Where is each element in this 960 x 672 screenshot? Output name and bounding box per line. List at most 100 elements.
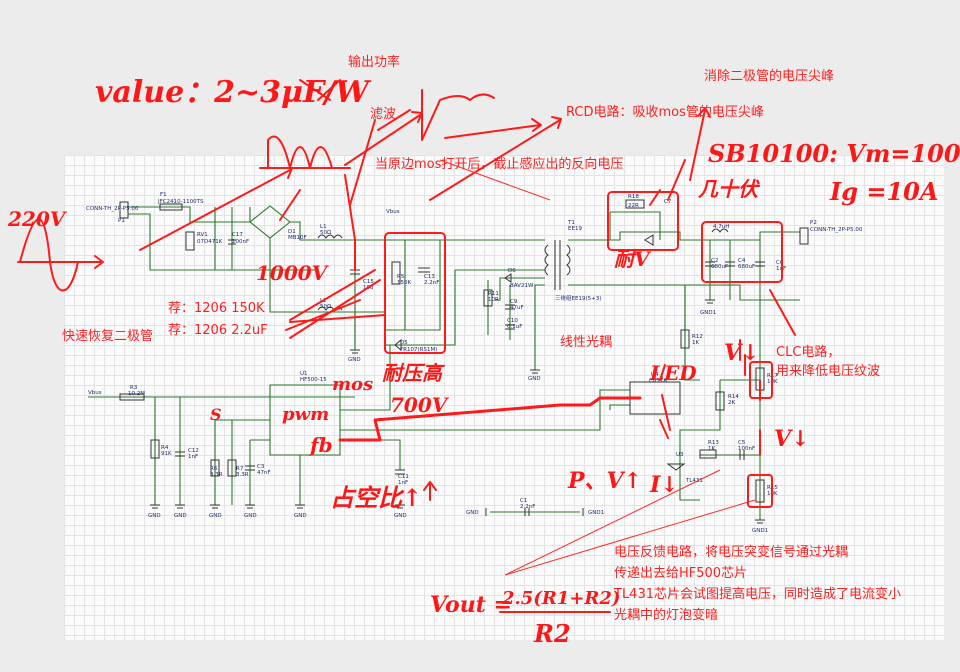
capacitor-c5 — [739, 450, 745, 460]
c13-ref: C13 — [424, 274, 435, 280]
c7-ref: C7 — [664, 199, 672, 205]
r1-box — [749, 361, 773, 399]
ground-symbol — [350, 349, 360, 354]
gnd1-label: GND1 — [700, 310, 716, 316]
t1-ref: T1 — [567, 220, 575, 226]
capacitor-c10 — [505, 324, 515, 330]
u4-value: C817A — [649, 378, 667, 384]
r7-value: 3.3R — [236, 472, 249, 478]
l3-value: 4.7uH — [713, 224, 729, 230]
u3-value: TL431 — [685, 478, 703, 484]
c1-value: 2.2nF — [520, 504, 535, 510]
r13-ref: R13 — [708, 440, 719, 446]
r14-ref: R14 — [728, 394, 739, 400]
c1-ref: C1 — [520, 498, 527, 504]
vout-numerator: 2.5(R1+R2) — [501, 588, 620, 609]
bridge-ref: D1 — [288, 229, 296, 235]
schottky-diode — [644, 234, 654, 246]
c13-value: 2.2nF — [424, 280, 439, 286]
red-annotations — [17, 79, 796, 613]
led-note: LED — [649, 361, 697, 385]
r14-value: 2K — [728, 400, 735, 406]
vout-label: Vout = — [430, 592, 512, 618]
capacitor-c13 — [418, 267, 430, 273]
u1-value: HF500-15 — [300, 377, 327, 383]
ground-symbol — [705, 299, 715, 304]
feedback-path-highlight — [338, 396, 642, 442]
vbus2-label: Vbus — [88, 390, 102, 396]
schematic-wires — [88, 205, 800, 520]
c9-value: 47uF — [510, 305, 524, 311]
fb-note: fb — [308, 433, 333, 457]
voltage-down-note-2: V↓ — [774, 426, 810, 452]
gnd-label-6: GND — [209, 513, 222, 519]
r4-ref: R4 — [161, 445, 169, 451]
l1-value: 50Ω — [320, 230, 331, 236]
resistor-r18 — [625, 199, 645, 209]
clc-purpose-note: 用来降低电压纹波 — [776, 364, 880, 379]
c12-value: 1nF — [188, 454, 198, 460]
feedback-line-2: 传递出去给HF500芯片 — [614, 566, 747, 581]
spike-note: 消除二极管的电压尖峰 — [704, 68, 834, 84]
r3-value: 10.2M — [128, 391, 145, 397]
u3-ref: U3 — [676, 452, 684, 458]
r4-value: 91K — [161, 451, 172, 457]
c17-ref: C17 — [232, 232, 243, 238]
conn-out-ref: P2 — [810, 220, 817, 226]
c6-ref: C6 — [776, 260, 784, 266]
resistor-r11 — [483, 289, 493, 307]
resistor-r3 — [119, 393, 145, 401]
c9-ref: C9 — [510, 299, 518, 305]
feedback-line-1: 电压反馈电路，将电压突变信号通过光耦 — [614, 544, 848, 560]
clc-highlight-box — [701, 221, 783, 283]
diode-d6 — [504, 273, 512, 283]
gnd-label-2: GND — [348, 357, 361, 363]
varistor-value: 07D471K — [197, 239, 223, 245]
mos-note: mos — [332, 374, 373, 395]
u4-ref: U4 — [651, 372, 659, 378]
conn-in-ref: P1 — [118, 218, 125, 224]
r5-ref: R5 — [397, 274, 405, 280]
resistor-r7 — [227, 459, 237, 477]
clc-note: CLC电路， — [776, 344, 840, 360]
shunt-regulator-u3 — [666, 463, 686, 471]
c4-ref: C4 — [738, 258, 746, 264]
r13-value: 1K — [708, 446, 715, 452]
gnd1-label-2: GND1 — [752, 528, 768, 534]
gnd1-label-3: GND1 — [588, 510, 604, 516]
ground-symbol — [150, 504, 405, 509]
r6-value: 3.3R — [210, 472, 223, 478]
recommend-r-note: 荐：1206 150K — [168, 301, 265, 316]
schematic-grid — [64, 155, 944, 640]
capacitor-c12 — [175, 451, 185, 457]
varistor-ref: RV1 — [197, 232, 208, 238]
rectified-wave-sketch — [267, 135, 333, 169]
bridge-value: MB10F — [288, 235, 307, 241]
output-power-note: 输出功率 — [348, 54, 400, 70]
fuse-f1 — [159, 203, 183, 211]
ground-symbol — [530, 369, 540, 374]
c15-ref: C15 — [363, 279, 374, 285]
ground-symbol — [755, 519, 765, 524]
resistor-r4 — [150, 439, 160, 459]
inductor-l3 — [711, 228, 729, 233]
filter-note: 滤波 — [370, 107, 396, 122]
c4-value: 680uF — [738, 264, 755, 270]
c17-value: 100nF — [232, 239, 249, 245]
resistor-r14 — [715, 391, 725, 411]
r12-ref: R12 — [692, 334, 703, 340]
diode-highlight-box — [607, 191, 679, 251]
capacitor-c4 — [725, 261, 735, 267]
t1-note: 三绕组EE19(5+3) — [555, 294, 601, 302]
gnd-label-8: GND — [294, 513, 307, 519]
vout-denominator: R2 — [533, 619, 571, 648]
withstand-v-note: 耐V — [614, 247, 652, 271]
capacitor-c11 — [395, 469, 405, 475]
gnd-label-7: GND — [244, 513, 257, 519]
u1-ref: U1 — [300, 371, 308, 377]
r18-value: 22R — [628, 203, 639, 209]
input-arrow — [17, 255, 104, 269]
value-formula: value：2~3μF/W — [95, 75, 372, 110]
